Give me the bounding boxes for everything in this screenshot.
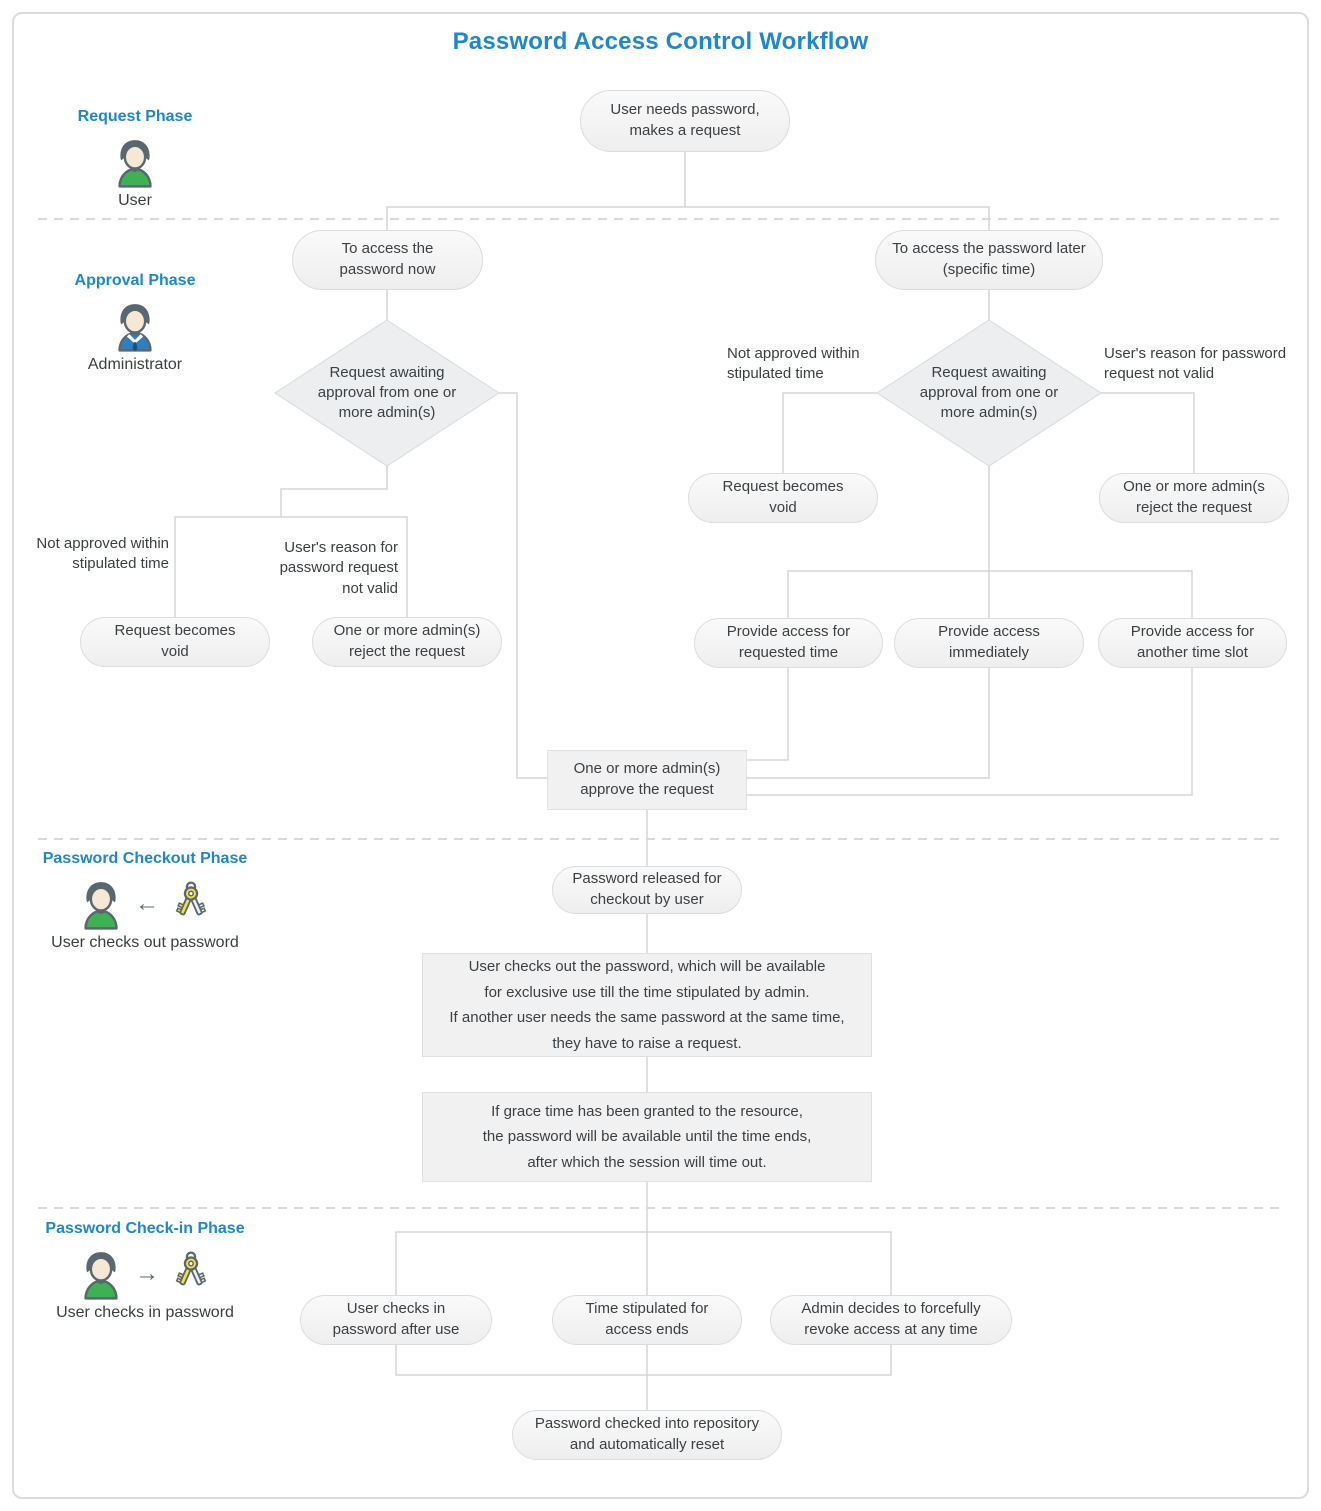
decision-awaiting-right-label: Request awaiting approval from one or mo… bbox=[919, 363, 1059, 422]
phase-checkout-actor: User checks out password bbox=[51, 934, 239, 951]
phase-request-label: Request Phase bbox=[77, 108, 193, 125]
phase-divider bbox=[38, 1207, 1283, 1209]
edge bbox=[1101, 392, 1195, 473]
node-start: User needs password, makes a request bbox=[580, 90, 790, 152]
phase-checkin-label: Password Check-in Phase bbox=[45, 1220, 245, 1237]
edge-label-reason-invalid-right: User's reason for password request not v… bbox=[1104, 345, 1287, 383]
note-checkout-details: User checks out the password, which will… bbox=[422, 953, 872, 1057]
phase-approval-label: Approval Phase bbox=[74, 272, 196, 289]
node-provide-requested-time: Provide access for requested time bbox=[694, 618, 883, 668]
phase-approval-actor: Administrator bbox=[87, 356, 183, 373]
edge bbox=[747, 667, 789, 761]
phase-approval: Approval Phase Administrator bbox=[35, 272, 235, 374]
node-time-stipulated-ends: Time stipulated for access ends bbox=[552, 1295, 742, 1345]
edge bbox=[499, 392, 547, 779]
edge-label-not-approved-left: Not approved within stipulated time bbox=[36, 535, 169, 573]
phase-request-icons bbox=[109, 134, 161, 190]
note-grace-time: If grace time has been granted to the re… bbox=[422, 1092, 872, 1182]
edge-label-reason-invalid-left: User's reason for password request not v… bbox=[279, 539, 398, 597]
phase-checkin-icons: → bbox=[75, 1246, 215, 1302]
arrow-left-icon: ← bbox=[135, 890, 159, 917]
edge bbox=[747, 667, 990, 779]
edge bbox=[395, 1231, 892, 1295]
edge bbox=[280, 466, 388, 517]
edge bbox=[782, 392, 877, 473]
node-provide-immediately: Provide access immediately bbox=[894, 618, 1084, 668]
node-access-later: To access the password later (specific t… bbox=[875, 230, 1103, 290]
phase-checkout-label: Password Checkout Phase bbox=[42, 850, 248, 867]
phase-checkin-actor: User checks in password bbox=[56, 1304, 234, 1321]
node-approve-request: One or more admin(s) approve the request bbox=[547, 750, 747, 810]
phase-request-actor: User bbox=[118, 192, 152, 209]
edge bbox=[787, 570, 1193, 618]
node-checkin-after-use: User checks in password after use bbox=[300, 1295, 492, 1345]
node-password-reset: Password checked into repository and aut… bbox=[512, 1410, 782, 1460]
user-icon bbox=[84, 882, 118, 930]
decision-diamond-right bbox=[876, 319, 1102, 467]
decision-diamond-left bbox=[274, 319, 500, 467]
phase-approval-icons bbox=[109, 298, 161, 354]
arrow-right-icon: → bbox=[135, 1260, 159, 1287]
keys-icon bbox=[175, 1251, 207, 1286]
phase-divider bbox=[38, 838, 1283, 840]
phase-checkout: Password Checkout Phase ← bbox=[15, 850, 275, 952]
edge bbox=[174, 516, 408, 617]
edge bbox=[386, 206, 990, 230]
page-title: Password Access Control Workflow bbox=[452, 28, 869, 55]
node-request-void-right: Request becomes void bbox=[688, 473, 878, 523]
node-reject-left: One or more admin(s) reject the request bbox=[312, 617, 502, 667]
node-provide-another-slot: Provide access for another time slot bbox=[1098, 618, 1287, 668]
edge-label-not-approved-right: Not approved within stipulated time bbox=[727, 345, 860, 383]
keys-icon bbox=[175, 881, 207, 916]
node-password-released: Password released for checkout by user bbox=[552, 866, 742, 914]
phase-request: Request Phase User bbox=[35, 108, 235, 210]
phase-divider bbox=[38, 218, 1283, 220]
node-request-void-left: Request becomes void bbox=[80, 617, 270, 667]
user-icon bbox=[84, 1252, 118, 1300]
node-access-now: To access the password now bbox=[292, 230, 483, 290]
phase-checkin: Password Check-in Phase → bbox=[15, 1220, 275, 1322]
decision-awaiting-left-label: Request awaiting approval from one or mo… bbox=[317, 363, 457, 422]
node-admin-revoke: Admin decides to forcefully revoke acces… bbox=[770, 1295, 1012, 1345]
administrator-icon bbox=[118, 304, 152, 352]
edge bbox=[395, 1345, 892, 1376]
phase-checkout-icons: ← bbox=[75, 876, 215, 932]
node-reject-right: One or more admin(s reject the request bbox=[1099, 473, 1289, 523]
user-icon bbox=[118, 140, 152, 188]
edge bbox=[747, 667, 1193, 796]
